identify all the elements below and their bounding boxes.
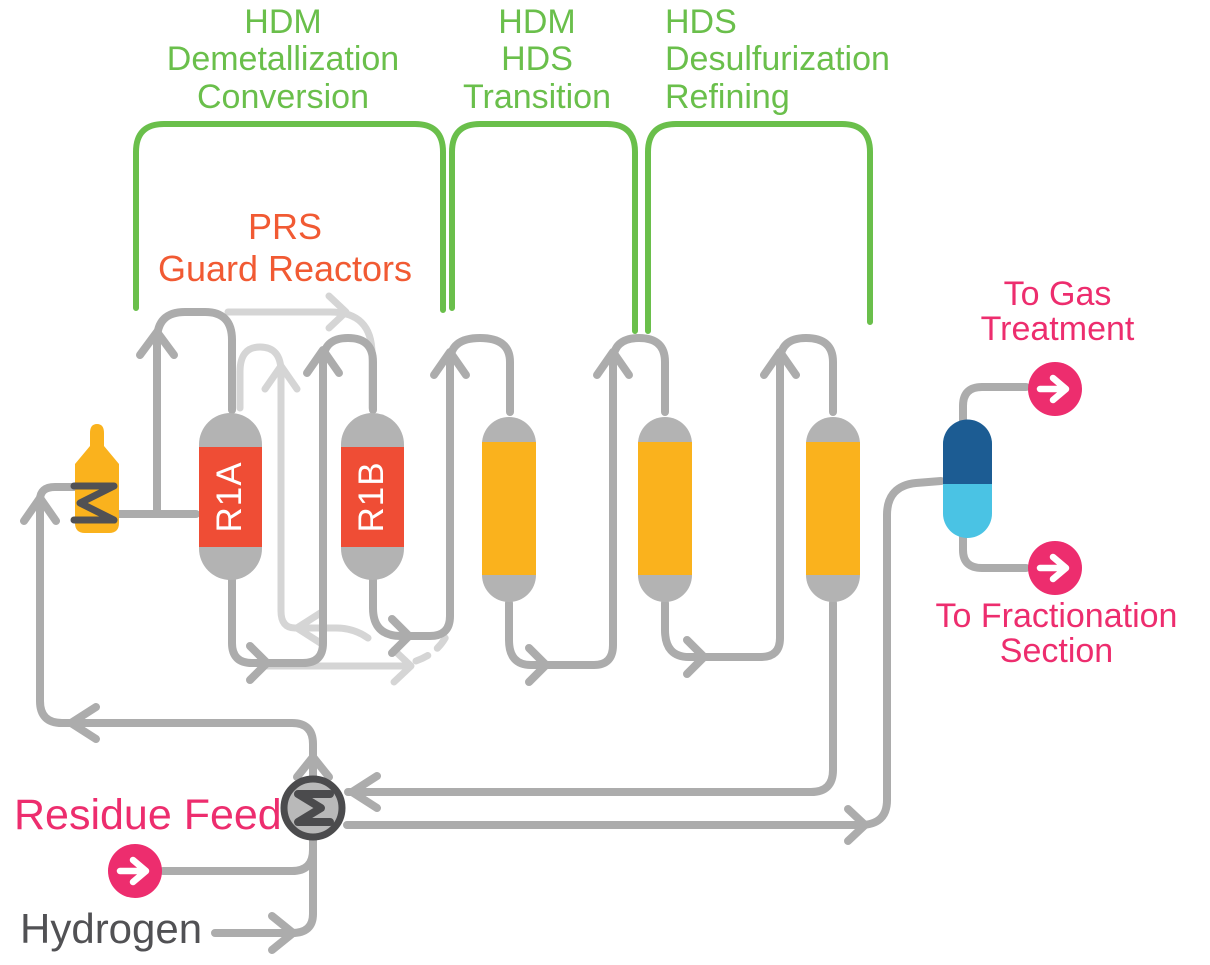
prs-guard-reactors-label: PRS Guard Reactors	[157, 206, 413, 290]
flow-arrow-icon	[388, 615, 413, 657]
pipe-reactor5-to-exchanger	[344, 599, 837, 796]
separator-upper	[943, 419, 992, 484]
pipe-exchanger-to-heater	[36, 483, 317, 784]
bracket-hdm-hds-transition	[449, 121, 638, 334]
hdm-reactor-band	[482, 442, 536, 575]
reactor-r1b-band	[341, 447, 404, 547]
hds-reactor-band	[806, 442, 860, 575]
flow-arrow-icon	[293, 608, 326, 648]
reactor-r1a-label: R1A	[210, 461, 249, 533]
equipment	[70, 413, 992, 841]
flow-arrow-icon	[390, 646, 415, 686]
reactor-r1b-label: R1B	[352, 461, 391, 533]
residue-feed-label: Residue Feed	[14, 791, 282, 839]
flow-arrow-icon	[348, 772, 381, 812]
flow-arrow-icon	[67, 703, 100, 743]
flow-arrow-icon	[246, 642, 271, 684]
to-fractionation-label: To Fractionation Section	[935, 597, 1178, 671]
flow-arrow-icon	[593, 348, 633, 379]
flow-arrow-icon	[268, 912, 297, 954]
pipe-r1a-to-r1b	[228, 334, 377, 667]
flow-arrow-icon	[844, 805, 869, 845]
flow-arrow-icon	[20, 494, 60, 525]
heater-coil-icon	[70, 482, 118, 524]
pipe-reactor4-to-reactor5	[661, 334, 837, 661]
hydrogen-label: Hydrogen	[20, 905, 203, 952]
pipe-reverse-r1b-to-r1a	[236, 343, 372, 642]
section-label-hds-refining: HDS Desulfurization Refining	[665, 3, 890, 116]
pipe-exchanger-to-separator	[343, 477, 945, 829]
pipe-separator-liquid	[959, 533, 1030, 572]
right-arrow-icon	[116, 856, 150, 886]
pipe-reactor3-to-reactor4	[505, 334, 669, 669]
pipe-dashed-tie-in	[412, 623, 454, 665]
flow-arrow-icon	[293, 753, 333, 781]
pipe-residue-feed	[159, 841, 317, 875]
flow-arrow-icon	[525, 644, 550, 686]
flow-arrows	[20, 328, 869, 954]
flow-arrow-icon	[683, 636, 708, 678]
bracket-hds-refining	[645, 121, 873, 334]
transition-reactor-band	[638, 442, 692, 575]
flow-arrow-icon	[303, 346, 343, 377]
pipe-hydrogen-feed	[211, 834, 317, 937]
stream-terminators	[108, 362, 1082, 898]
right-arrow-icon	[1036, 374, 1070, 404]
section-brackets	[133, 121, 873, 334]
pipe-separator-gas	[959, 383, 1030, 425]
bracket-hdm-conversion	[133, 121, 446, 313]
to-gas-treatment-label: To Gas Treatment	[980, 275, 1135, 349]
flow-arrow-icon	[325, 292, 350, 332]
pipe-bypass-to-r1b	[224, 308, 376, 412]
main-piping	[36, 308, 1030, 937]
flow-arrow-icon	[430, 348, 470, 379]
section-label-hdm-conversion: HDM Demetallization Conversion	[166, 3, 400, 116]
reactor-r1a-band	[199, 447, 262, 547]
exchanger-coil-icon	[294, 790, 334, 826]
flow-arrow-icon	[760, 348, 800, 379]
section-label-hdm-hds-transition: HDM HDS Transition	[462, 3, 612, 116]
right-arrow-icon	[1036, 553, 1070, 583]
flow-arrow-icon	[261, 362, 301, 393]
heat-exchanger-icon	[280, 775, 346, 841]
pipe-r1b-to-reactor3	[369, 334, 514, 640]
flow-arrow-icon	[136, 328, 178, 359]
